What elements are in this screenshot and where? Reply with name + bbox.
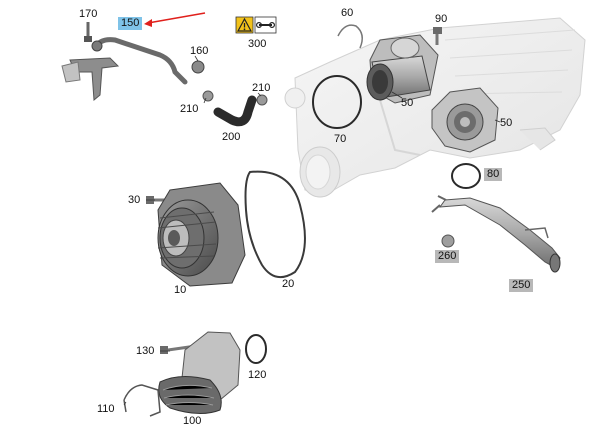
part-210-clamp <box>256 94 268 106</box>
label-60: 60 <box>341 7 354 19</box>
part-170-bolt <box>84 22 92 42</box>
label-210: 210 <box>180 103 199 115</box>
part-90-bolt <box>433 27 442 45</box>
part-20-gasket <box>244 170 306 279</box>
label-170: 170 <box>79 8 98 20</box>
label-210: 210 <box>252 82 271 94</box>
part-210-clamp <box>202 90 214 102</box>
label-160: 160 <box>190 45 209 57</box>
part-50-pump-housing <box>431 87 499 153</box>
part-60-clip <box>337 24 363 49</box>
leader-lines <box>123 55 501 406</box>
label-120: 120 <box>248 369 267 381</box>
label-110: 110 <box>97 403 115 415</box>
part-160-nut <box>191 60 205 74</box>
label-50: 50 <box>401 97 414 109</box>
part-110-clip <box>123 384 161 417</box>
label-90: 90 <box>435 13 448 25</box>
pointer-arrow <box>144 12 206 27</box>
label-250: 250 <box>509 279 534 292</box>
part-250-pipe <box>431 195 561 273</box>
part-50-thermostat-housing <box>366 34 439 104</box>
label-80: 80 <box>484 168 503 181</box>
label-30: 30 <box>128 194 141 206</box>
label-70: 70 <box>334 133 347 145</box>
label-130: 130 <box>136 345 155 357</box>
wrench-icon <box>254 16 277 34</box>
label-50: 50 <box>500 117 513 129</box>
label-10: 10 <box>174 284 187 296</box>
part-200-hose <box>213 95 257 127</box>
label-150: 150 <box>118 17 143 30</box>
part-260-nut <box>441 234 455 248</box>
part-150-pipe <box>61 37 188 102</box>
part-70-seal <box>312 75 362 129</box>
part-10-water-pump <box>157 182 246 287</box>
label-100: 100 <box>183 415 202 427</box>
label-300: 300 <box>248 38 267 50</box>
label-200: 200 <box>222 131 241 143</box>
label-20: 20 <box>282 278 295 290</box>
warning-icon <box>235 16 254 34</box>
label-260: 260 <box>435 250 460 263</box>
part-100-housing <box>158 331 241 414</box>
part-80-ring <box>451 163 481 189</box>
part-120-ring <box>245 334 267 364</box>
